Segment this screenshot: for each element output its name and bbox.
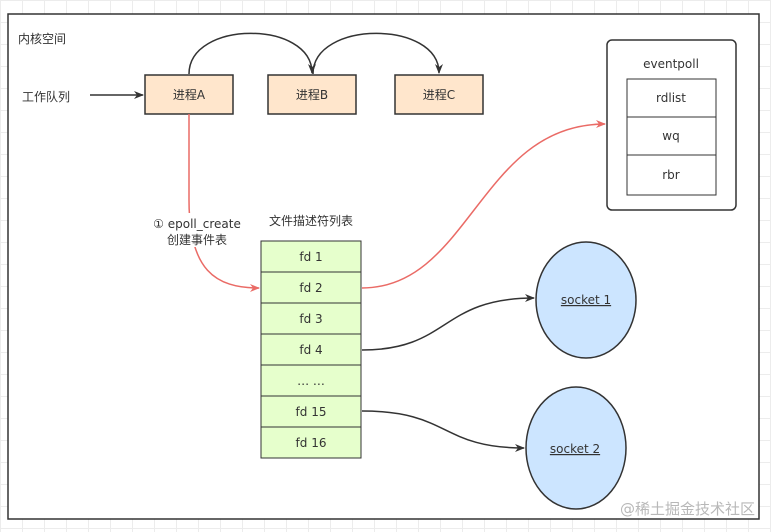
epoll-create-label: ① epoll_create	[153, 217, 241, 231]
fd-table: fd 1 fd 2 fd 3 fd 4 … … fd 15 fd 16	[260, 240, 362, 459]
fd-row	[260, 395, 362, 428]
socket-2-label: socket 2	[550, 442, 600, 456]
fd4-to-socket1-link	[361, 294, 535, 351]
process-a-label: 进程A	[173, 87, 206, 102]
fd-row-label: fd 3	[299, 312, 322, 326]
process-c: 进程C	[394, 74, 484, 115]
arrow-b-to-c	[312, 32, 443, 75]
fd-row-label: fd 4	[299, 343, 322, 357]
fd-row	[260, 364, 362, 397]
epoll-create-link	[188, 114, 260, 292]
fd-row	[260, 271, 362, 304]
fd-row	[260, 426, 362, 459]
watermark: @稀土掘金技术社区	[620, 500, 755, 518]
socket-1-label: socket 1	[561, 293, 611, 307]
work-queue-label: 工作队列	[22, 89, 70, 104]
fd-row-label: fd 16	[296, 436, 327, 450]
process-b-label: 进程B	[296, 87, 328, 102]
eventpoll-rdlist: rdlist	[656, 91, 686, 105]
process-b: 进程B	[267, 74, 357, 115]
fd-row-label: fd 1	[299, 250, 322, 264]
eventpoll-box: eventpoll rdlist wq rbr	[606, 39, 737, 211]
eventpoll-rbr: rbr	[662, 168, 680, 182]
fd2-to-eventpoll-link	[361, 120, 606, 289]
fd-row-label: … …	[297, 374, 325, 388]
fd-row	[260, 302, 362, 335]
process-c-label: 进程C	[423, 87, 455, 102]
kernel-space-label: 内核空间	[18, 32, 66, 46]
socket-2: socket 2	[525, 386, 627, 510]
fd-row-label: fd 15	[296, 405, 327, 419]
fd15-to-socket2-link	[361, 410, 525, 452]
fd-table-title: 文件描述符列表	[269, 213, 353, 228]
process-a: 进程A	[144, 74, 234, 115]
eventpoll-wq: wq	[662, 129, 679, 143]
arrow-a-to-b	[188, 32, 316, 75]
eventpoll-title: eventpoll	[643, 57, 699, 71]
socket-1: socket 1	[535, 241, 637, 359]
create-event-table-label: 创建事件表	[167, 233, 227, 247]
fd-row-label: fd 2	[299, 281, 322, 295]
